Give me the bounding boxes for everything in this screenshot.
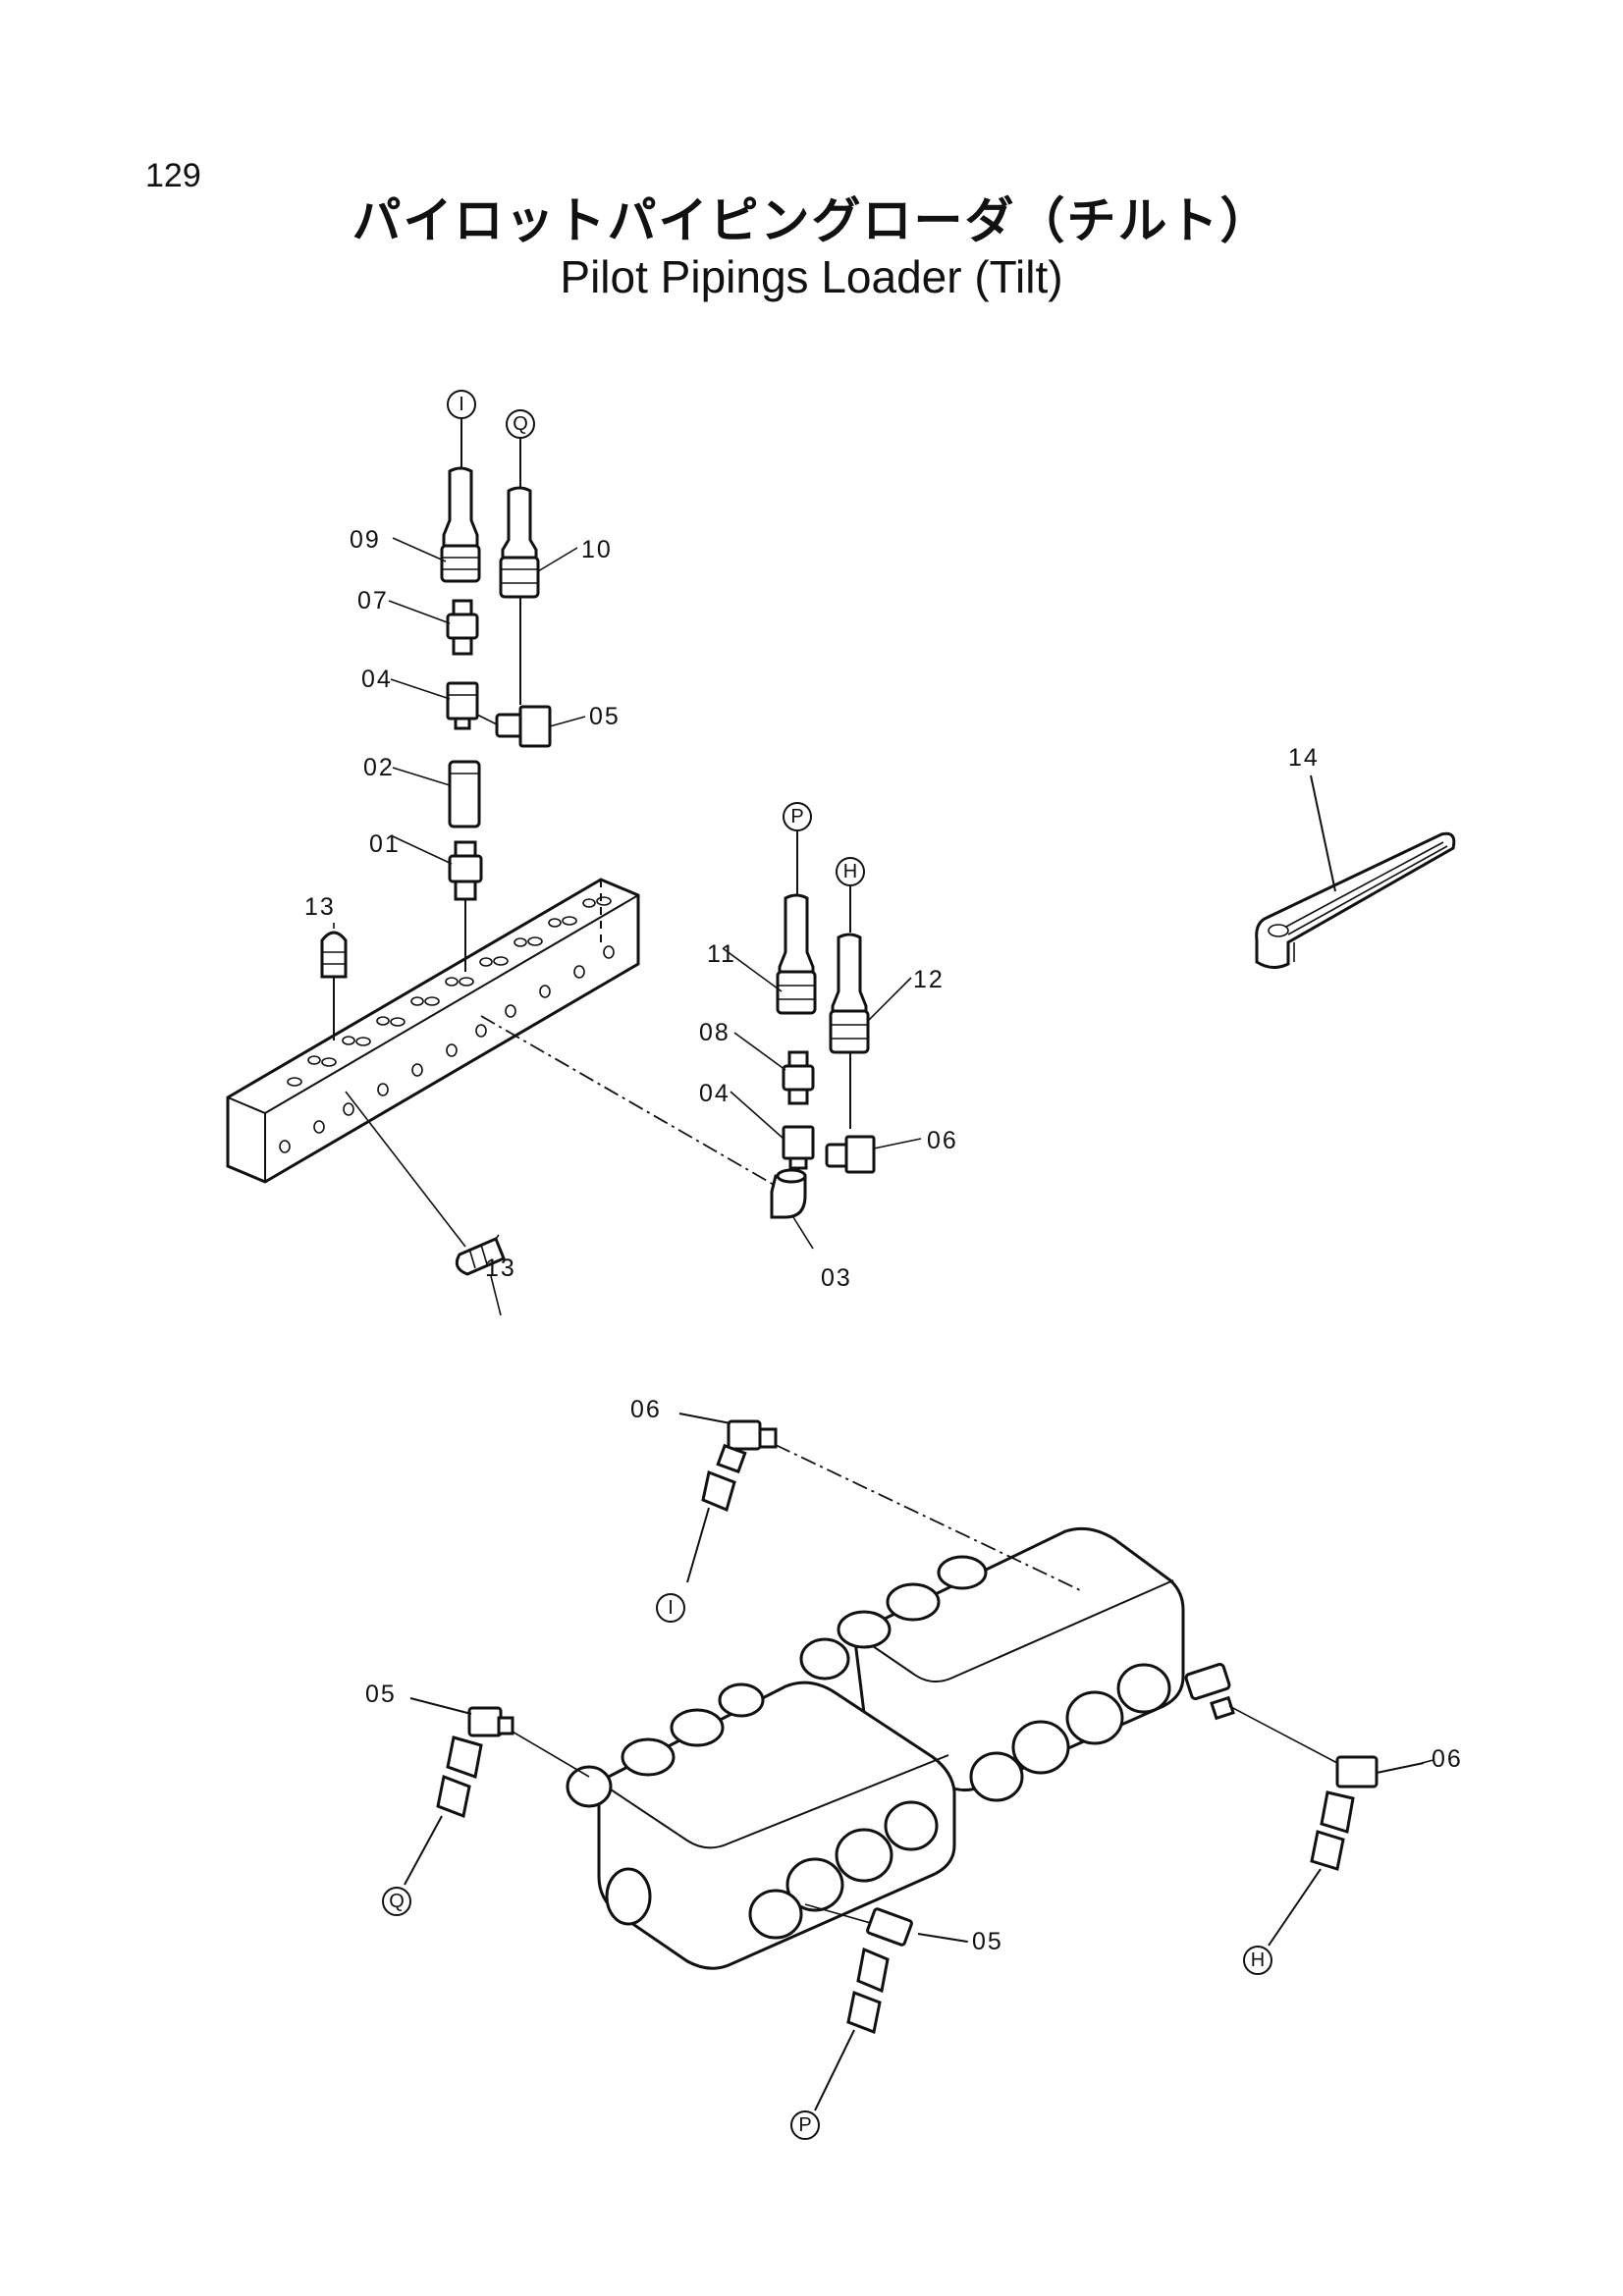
label-04-upper: 04: [361, 666, 393, 693]
page-title-english: Pilot Pipings Loader (Tilt): [560, 251, 1063, 302]
label-04-right: 04: [699, 1080, 730, 1107]
connector-I-upper: I: [447, 390, 476, 419]
connector-H-upper: H: [836, 857, 865, 886]
svg-text:I: I: [668, 1597, 674, 1619]
label-08: 08: [699, 1019, 730, 1046]
fitting-stack-upper-left: I Q: [440, 390, 552, 972]
lower-fitting-06-left: I: [656, 1413, 778, 1623]
label-14: 14: [1288, 744, 1320, 772]
plug-13-bottom: [345, 1091, 506, 1276]
svg-text:Q: Q: [513, 413, 528, 435]
label-13-top: 13: [304, 893, 336, 921]
svg-text:Q: Q: [389, 1891, 405, 1912]
label-06-upper: 06: [927, 1127, 958, 1154]
plug-13-top: [320, 931, 348, 1041]
svg-text:P: P: [798, 2114, 811, 2136]
connector-Q-upper: Q: [506, 409, 535, 439]
manifold-block: [226, 878, 640, 1184]
tool-14: [1255, 774, 1456, 969]
label-06-lower-left: 06: [630, 1396, 662, 1423]
svg-text:H: H: [843, 861, 857, 882]
connector-P-lower: P: [790, 2110, 820, 2140]
lower-fitting-05-left: Q: [382, 1697, 514, 1916]
connector-I-lower: I: [656, 1593, 685, 1623]
connector-P-upper: P: [783, 802, 812, 831]
label-03: 03: [821, 1264, 852, 1292]
control-valve-assembly: [566, 1526, 1235, 1970]
page-title-japanese: パイロットパイピングローダ（チルト）: [352, 192, 1271, 249]
label-01: 01: [369, 830, 401, 858]
page-number: 129: [145, 157, 201, 194]
label-06-lower-right: 06: [1432, 1745, 1463, 1773]
label-11: 11: [707, 940, 736, 968]
label-09: 09: [350, 526, 381, 554]
label-05-upper: 05: [589, 703, 621, 730]
part-labels: 09 10 07 04 05 02 01 13 11 12 08 04 06 1…: [304, 526, 1463, 1955]
lower-fitting-05-bottom: P: [790, 1907, 968, 2140]
svg-text:H: H: [1251, 1949, 1265, 1971]
label-13-bottom: 13: [485, 1255, 516, 1282]
fitting-stack-upper-right: P H: [770, 802, 876, 1219]
label-05-lower-bottom: 05: [972, 1928, 1003, 1955]
svg-text:I: I: [459, 394, 464, 415]
svg-text:P: P: [790, 806, 803, 828]
lower-fitting-06-right: H: [1243, 1755, 1425, 1975]
label-07: 07: [357, 587, 389, 614]
connector-H-lower: H: [1243, 1946, 1272, 1975]
label-05-lower-left: 05: [365, 1681, 397, 1708]
label-02: 02: [363, 754, 395, 781]
label-12: 12: [913, 966, 945, 993]
label-10: 10: [581, 536, 613, 563]
connector-Q-lower: Q: [382, 1887, 411, 1916]
